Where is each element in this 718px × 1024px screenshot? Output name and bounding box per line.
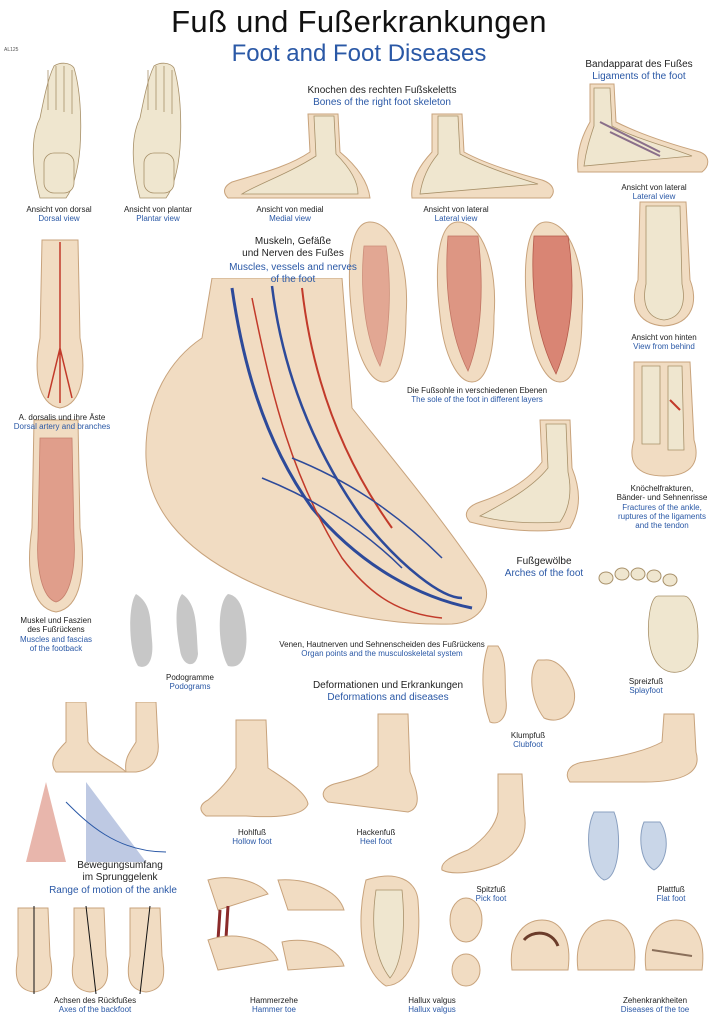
pick-foot-illustration bbox=[441, 773, 526, 874]
ligaments-illustration bbox=[577, 83, 709, 173]
muscles-title-en-1: Muscles, vessels and nerves bbox=[229, 262, 357, 273]
toe-diseases-illustration bbox=[510, 919, 704, 971]
veins-label-en: Organ points and the musculoskeletal sys… bbox=[301, 649, 463, 658]
view-behind-illustration bbox=[634, 201, 694, 327]
dorsal-artery-illustration bbox=[36, 239, 84, 409]
splayfoot-illustration bbox=[598, 567, 699, 673]
hammer-toe-illustration bbox=[207, 877, 345, 971]
muscles-title-de-2: und Nerven des Fußes bbox=[242, 248, 344, 259]
heel-foot-label-en: Heel foot bbox=[359, 837, 393, 846]
pick-foot-label-en: Pick foot bbox=[475, 894, 507, 903]
ankle-fracture-illustration bbox=[631, 361, 697, 477]
hollow-foot-label-de: Hohlfuß bbox=[237, 828, 266, 837]
lateral-view-label-de: Ansicht von lateral bbox=[423, 205, 489, 214]
toe-diseases-label-de: Zehenkrankheiten bbox=[622, 996, 688, 1005]
range-of-motion-illustration bbox=[26, 702, 167, 862]
range-of-motion-title-de-1: Bewegungsumfang bbox=[77, 860, 163, 871]
sole-layers-label-de: Die Fußsohle in verschiedenen Ebenen bbox=[406, 386, 548, 395]
hallux-valgus-label-de: Hallux valgus bbox=[408, 996, 456, 1005]
dorsal-artery-label-de: A. dorsalis und ihre Äste bbox=[18, 413, 106, 422]
ankle-fractures-label-de-2: Bänder- und Sehnenrisse bbox=[616, 493, 708, 502]
sole-layers-illustration bbox=[348, 221, 584, 383]
podograms-label-de: Podogramme bbox=[165, 673, 215, 682]
muscles-title-en-2: of the foot bbox=[270, 274, 316, 285]
footback-muscles-illustration bbox=[29, 419, 83, 613]
ankle-fractures-label-en-3: and the tendon bbox=[635, 521, 689, 530]
medial-skeleton-illustration bbox=[224, 113, 371, 199]
deformations-title-de: Deformationen und Erkrankungen bbox=[312, 680, 464, 691]
plantar-view-label-de: Ansicht von plantar bbox=[123, 205, 193, 214]
backfoot-axes-illustration bbox=[15, 906, 165, 994]
medial-view-label-de: Ansicht von medial bbox=[256, 205, 324, 214]
ankle-fractures-label-en-1: Fractures of the ankle, bbox=[622, 503, 702, 512]
plantar-view-label-en: Plantar view bbox=[136, 214, 180, 223]
hallux-valgus-illustration bbox=[360, 875, 483, 987]
arches-illustration bbox=[465, 419, 579, 532]
footback-label-de-1: Muskel und Faszien bbox=[20, 616, 92, 625]
hammer-toe-label-de: Hammerzehe bbox=[249, 996, 298, 1005]
dorsal-plantar-skeleton-illustration bbox=[32, 62, 182, 199]
ligaments-title-de: Bandapparat des Fußes bbox=[585, 59, 693, 70]
lateral-view-label-en: Lateral view bbox=[434, 214, 478, 223]
splayfoot-label-en: Splayfoot bbox=[629, 686, 663, 695]
heel-foot-label-de: Hackenfuß bbox=[356, 828, 396, 837]
view-behind-label-de: Ansicht von hinten bbox=[631, 333, 697, 342]
podograms-illustration bbox=[130, 594, 247, 667]
muscles-title-de-1: Muskeln, Gefäße bbox=[254, 236, 332, 247]
ligaments-title-en: Ligaments of the foot bbox=[592, 71, 686, 82]
flat-foot-illustration bbox=[566, 713, 698, 881]
ankle-fractures-label-de-1: Knöchelfrakturen, bbox=[630, 484, 694, 493]
footback-label-en-2: of the footback bbox=[29, 644, 83, 653]
sole-layers-label-en: The sole of the foot in different layers bbox=[411, 395, 543, 404]
dorsal-artery-label-en: Dorsal artery and branches bbox=[13, 422, 111, 431]
muscles-vessels-nerves-illustration bbox=[145, 278, 488, 625]
arches-title-de: Fußgewölbe bbox=[516, 556, 572, 567]
pick-foot-label-de: Spitzfuß bbox=[476, 885, 506, 894]
flat-foot-label-en: Flat foot bbox=[656, 894, 686, 903]
range-of-motion-title-en: Range of motion of the ankle bbox=[49, 885, 177, 896]
range-of-motion-title-de-2: im Sprunggelenk bbox=[82, 872, 158, 883]
dorsal-view-label-de: Ansicht von dorsal bbox=[26, 205, 92, 214]
hammer-toe-label-en: Hammer toe bbox=[251, 1005, 296, 1014]
splayfoot-label-de: Spreizfuß bbox=[628, 677, 664, 686]
deformations-title-en: Deformations and diseases bbox=[327, 692, 449, 703]
poster-title-de: Fuß und Fußerkrankungen bbox=[171, 4, 547, 39]
view-behind-label-en: View from behind bbox=[633, 342, 695, 351]
clubfoot-label-en: Clubfoot bbox=[513, 740, 543, 749]
ankle-fractures-label-en-2: ruptures of the ligaments bbox=[617, 512, 707, 521]
flat-foot-label-de: Plattfuß bbox=[657, 885, 685, 894]
hallux-valgus-label-en: Hallux valgus bbox=[408, 1005, 456, 1014]
skeleton-title-en: Bones of the right foot skeleton bbox=[313, 97, 451, 108]
footback-label-de-2: des Fußrückens bbox=[27, 625, 85, 634]
product-code: AL125 bbox=[4, 47, 19, 53]
hollow-foot-illustration bbox=[200, 719, 309, 818]
ligaments-lateral-label-en: Lateral view bbox=[632, 192, 676, 201]
heel-foot-illustration bbox=[322, 713, 418, 813]
toe-diseases-label-en: Diseases of the toe bbox=[620, 1005, 690, 1014]
skeleton-title-de: Knochen des rechten Fußskeletts bbox=[307, 85, 457, 96]
arches-title-en: Arches of the foot bbox=[504, 568, 584, 579]
medial-view-label-en: Medial view bbox=[269, 214, 311, 223]
podograms-label-en: Podograms bbox=[169, 682, 211, 691]
backfoot-axes-label-en: Axes of the backfoot bbox=[58, 1005, 132, 1014]
veins-label-de: Venen, Hautnerven und Sehnenscheiden des… bbox=[279, 640, 485, 649]
footback-label-en-1: Muscles and fascias bbox=[19, 635, 93, 644]
ligaments-lateral-label-de: Ansicht von lateral bbox=[621, 183, 687, 192]
hollow-foot-label-en: Hollow foot bbox=[232, 837, 272, 846]
clubfoot-illustration bbox=[482, 645, 576, 724]
dorsal-view-label-en: Dorsal view bbox=[38, 214, 80, 223]
lateral-skeleton-illustration bbox=[411, 113, 554, 199]
clubfoot-label-de: Klumpfuß bbox=[510, 731, 546, 740]
poster-title-en: Foot and Foot Diseases bbox=[231, 40, 487, 67]
backfoot-axes-label-de: Achsen des Rückfußes bbox=[53, 996, 137, 1005]
